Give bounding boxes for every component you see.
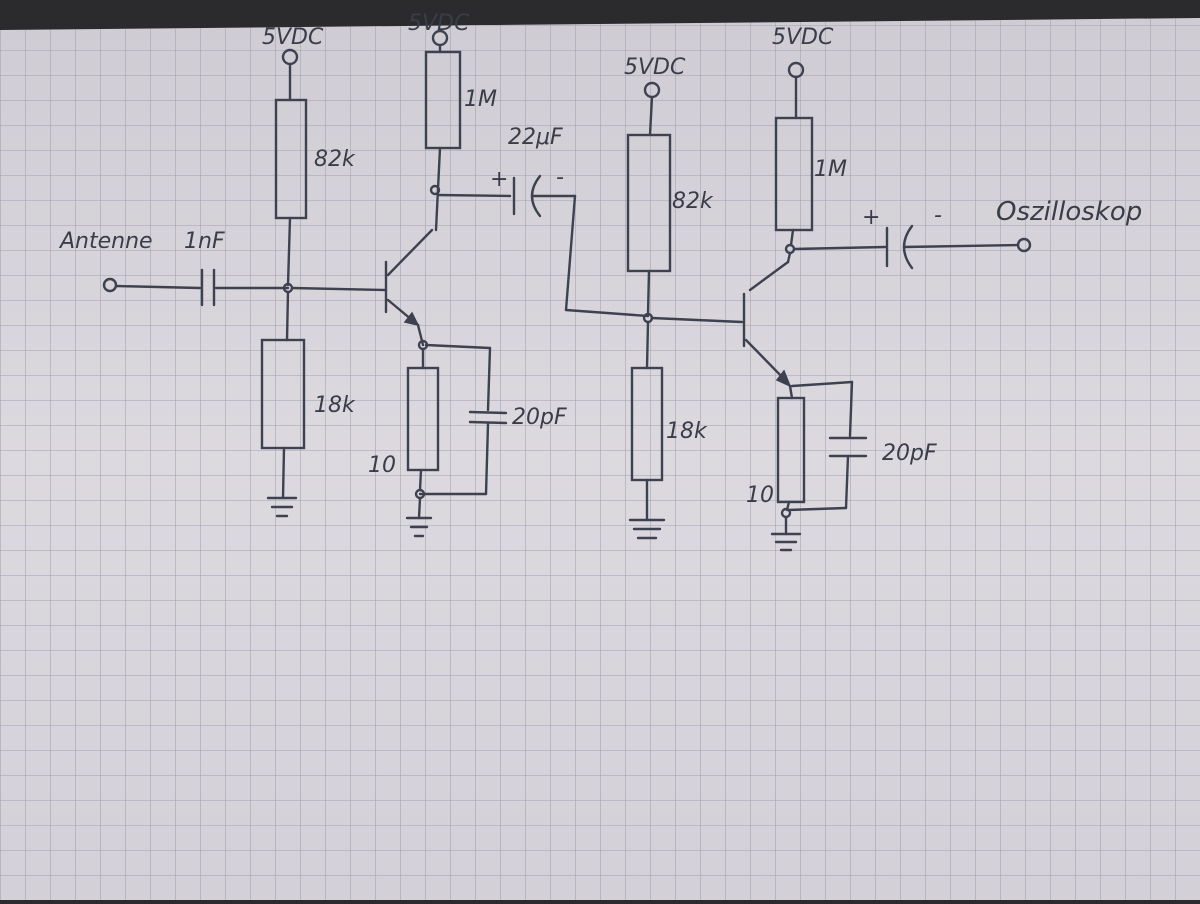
r-emitter-1-label: 10 (368, 453, 396, 478)
oscilloscope-terminal (1016, 237, 1032, 253)
oscilloscope-label: Oszilloskop (996, 197, 1142, 227)
antenna-label: Antenne (58, 229, 153, 254)
ground-symbol-4 (770, 532, 802, 552)
coupling-cap-label: 22μF (508, 125, 563, 150)
c-emitter-2-label: 20pF (882, 441, 937, 466)
minus-sign-2: - (934, 203, 942, 228)
emitter-capacitor-20pF-1 (468, 410, 508, 425)
plus-sign-1: + (490, 167, 508, 192)
transistor-1 (384, 228, 434, 327)
r-bias-bottom-1-label: 18k (314, 393, 356, 418)
input-capacitor (200, 268, 216, 307)
r-bias-top-2-label: 82k (672, 189, 714, 214)
c-emitter-1-label: 20pF (512, 405, 567, 430)
r-bias-bottom-2-label: 18k (666, 419, 708, 444)
supply-label-2: 5VDC (408, 11, 470, 36)
ground-symbol-1 (266, 496, 298, 518)
r-emitter-2-label: 10 (746, 483, 774, 508)
input-cap-label: 1nF (184, 229, 225, 254)
supply-label-4: 5VDC (772, 25, 834, 50)
ground-symbol-3 (628, 518, 666, 540)
transistor-2 (742, 260, 792, 388)
r-bias-top-1-label: 82k (314, 147, 356, 172)
resistor-1M-1 (424, 50, 462, 150)
ground-symbol-2 (405, 516, 433, 538)
r-collector-2-label: 1M (814, 157, 847, 182)
resistor-10-2 (776, 396, 806, 504)
supply-label-3: 5VDC (624, 55, 686, 80)
r-collector-1-label: 1M (464, 87, 497, 112)
supply-label-1: 5VDC (262, 25, 324, 50)
plus-sign-2: + (862, 205, 880, 230)
resistor-10-1 (406, 366, 440, 472)
minus-sign-1: - (556, 165, 564, 190)
